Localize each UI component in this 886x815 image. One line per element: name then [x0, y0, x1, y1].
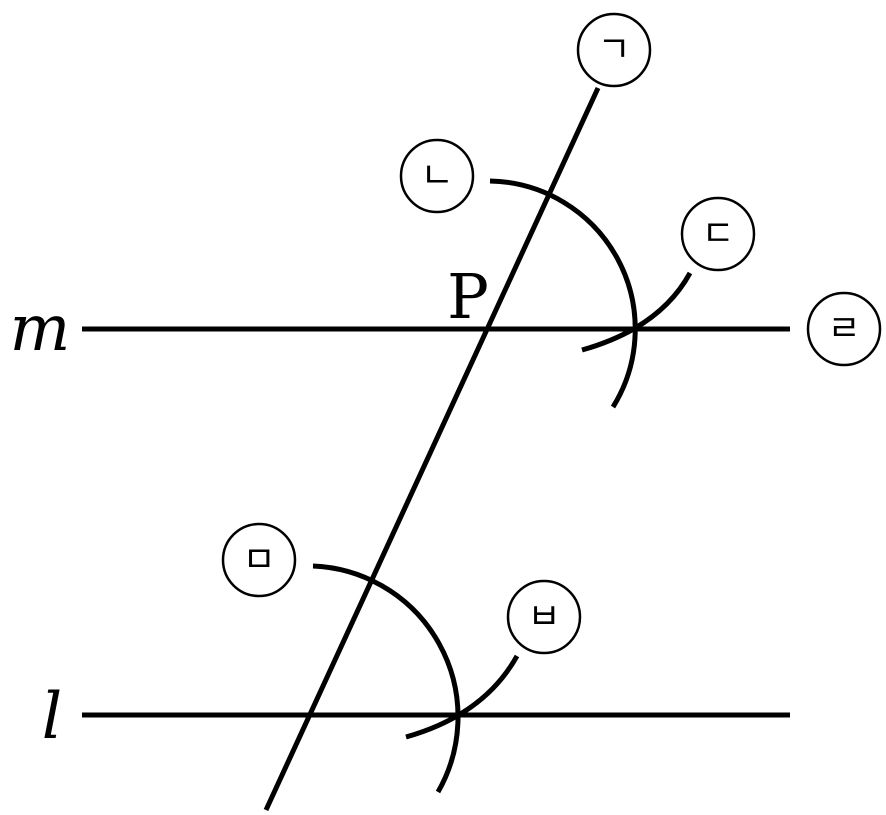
arc-lower: [312, 563, 461, 794]
step-badge-5: ㅁ: [221, 522, 297, 598]
point-p-label: P: [447, 260, 489, 333]
step-badge-1-text: ㄱ: [597, 30, 630, 71]
transversal-line: [263, 86, 601, 812]
step-badge-4: ㄹ: [806, 291, 882, 367]
step-badge-2-text: ㄴ: [420, 156, 453, 197]
step-badge-3-text: ㄷ: [701, 214, 734, 255]
step-badge-1: ㄱ: [576, 12, 652, 88]
step-badge-4-text: ㄹ: [827, 309, 860, 350]
arc-upper: [489, 178, 638, 409]
step-badge-6: ㅂ: [506, 579, 582, 655]
line-m-label: m: [10, 292, 71, 366]
line-l-label: l: [42, 680, 62, 754]
cross-arc-lower: [405, 654, 520, 740]
step-badge-6-text: ㅂ: [527, 597, 560, 638]
step-badge-2: ㄴ: [399, 138, 475, 214]
step-badge-3: ㄷ: [680, 196, 756, 272]
step-badge-5-text: ㅁ: [242, 540, 275, 581]
cross-arc-upper: [581, 271, 693, 353]
